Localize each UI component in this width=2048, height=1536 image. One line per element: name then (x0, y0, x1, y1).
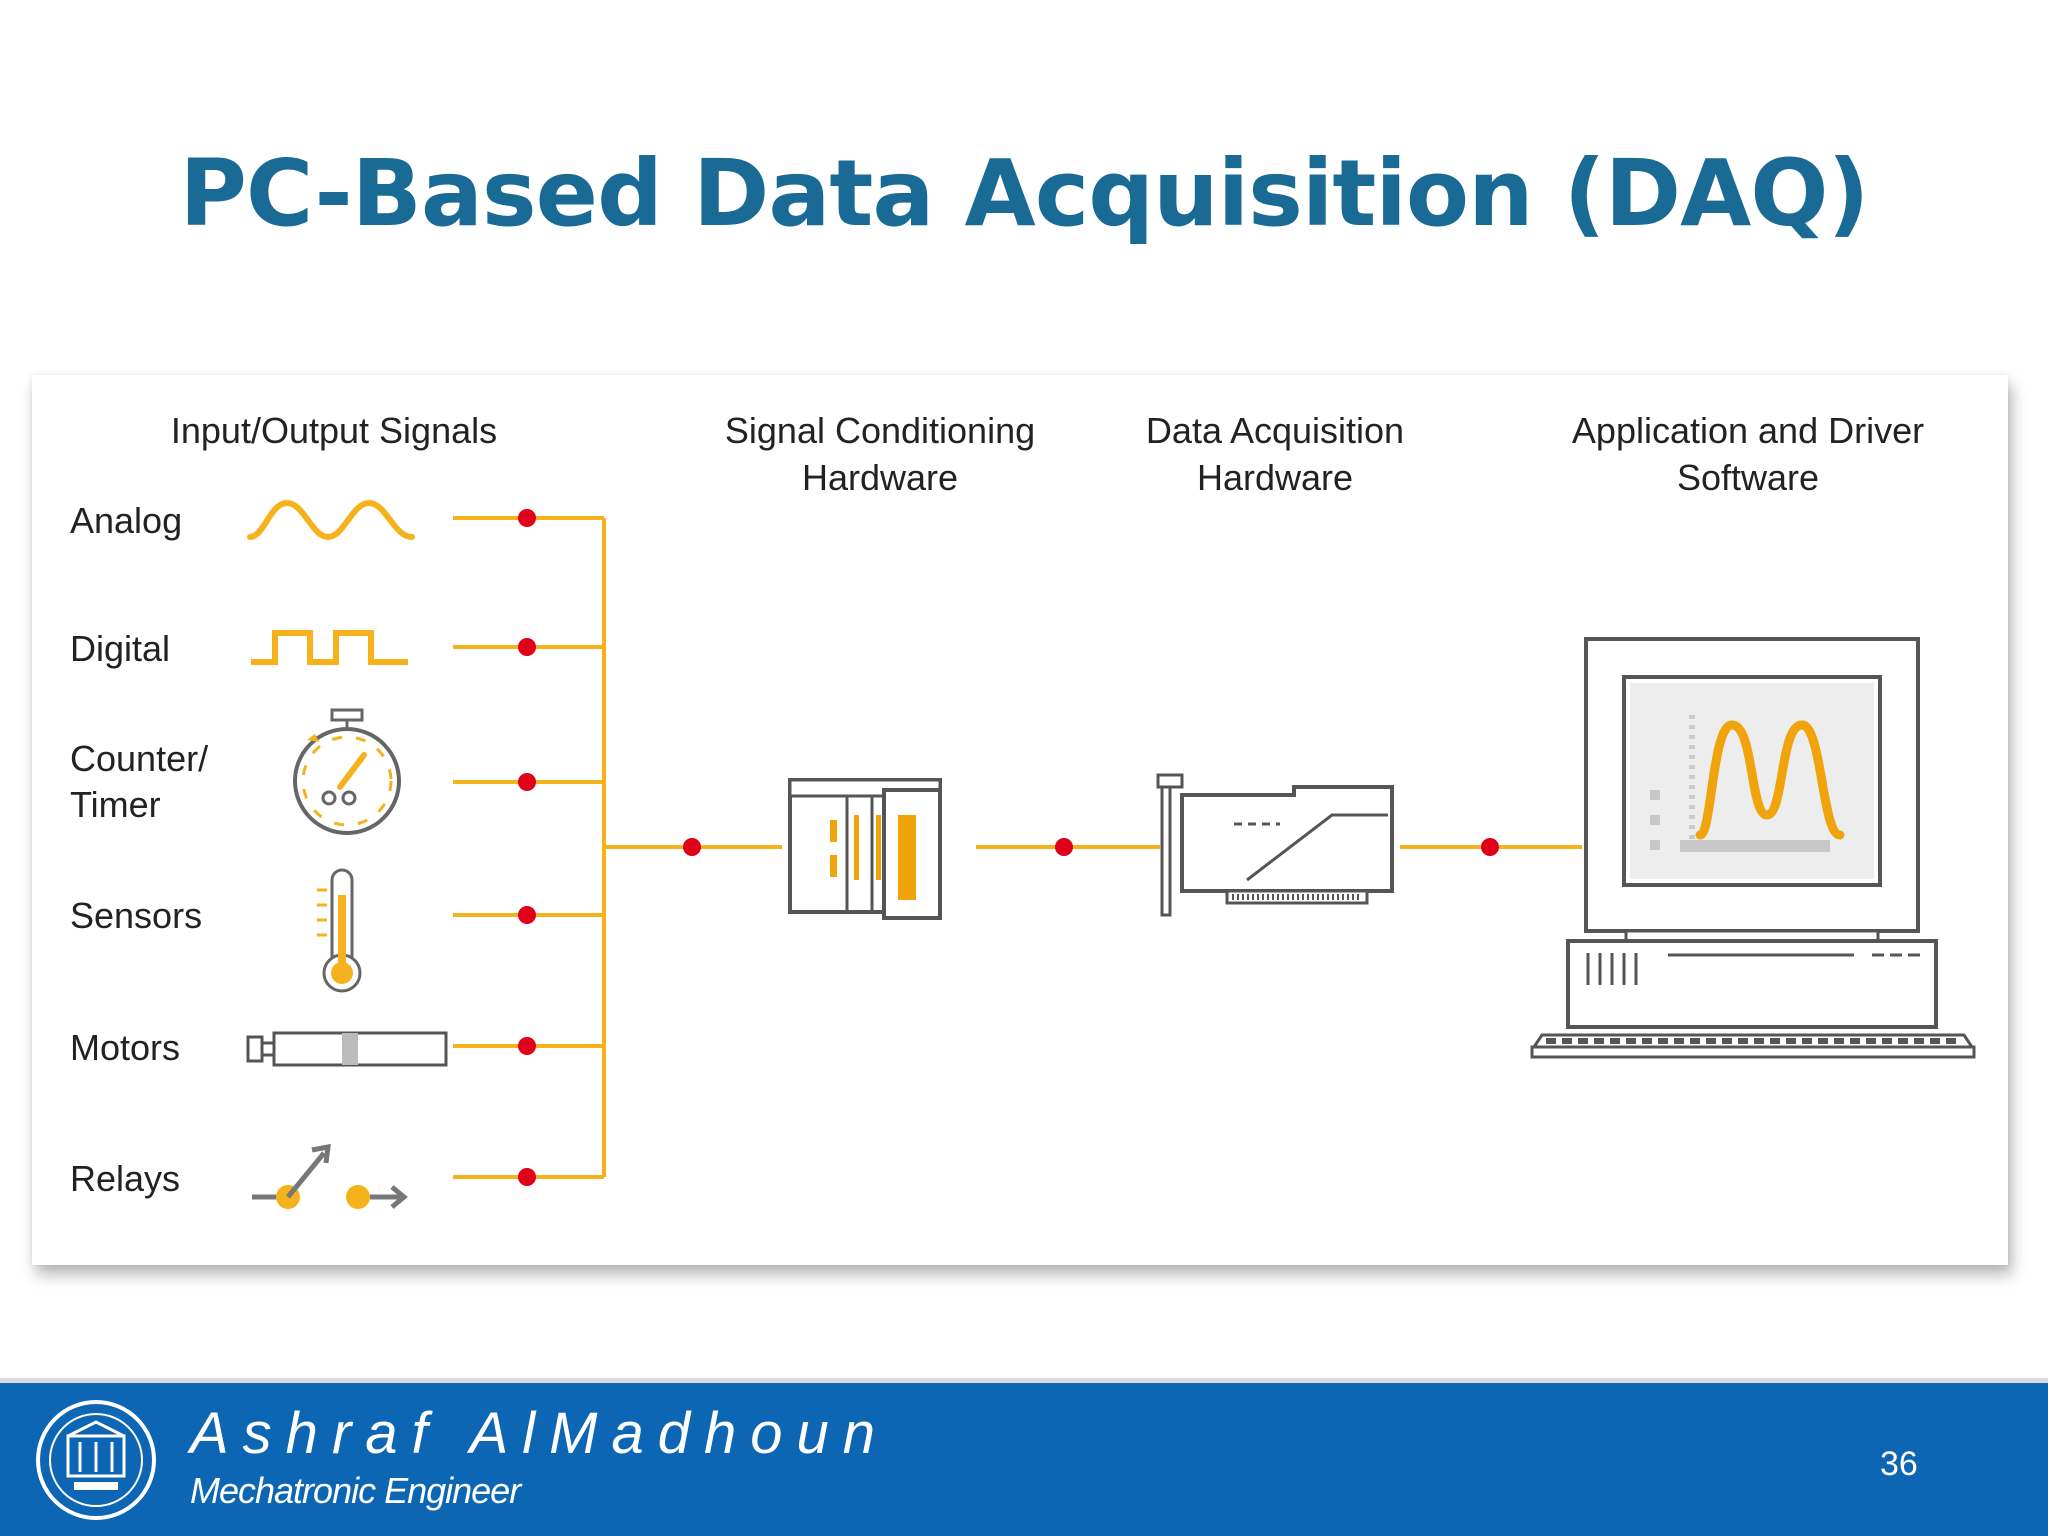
author-role: Mechatronic Engineer (190, 1470, 521, 1511)
motor-icon (246, 1031, 448, 1067)
daq-diagram: Input/Output Signals Signal Conditioning… (70, 410, 1976, 1209)
label-sensors: Sensors (70, 895, 202, 936)
signal-conditioning-hardware-icon (788, 778, 942, 920)
connection-nodes (518, 509, 1499, 1186)
header-software-1: Application and Driver (1572, 410, 1924, 451)
thermometer-icon (317, 868, 362, 993)
signal-bus-lines (453, 516, 1582, 1179)
footer-divider (0, 1378, 2048, 1384)
slide-title: PC-Based Data Acquisition (DAQ) (179, 140, 1869, 247)
digital-pulse-icon (251, 630, 408, 665)
label-digital: Digital (70, 628, 170, 669)
screen-waveform-icon (1695, 720, 1845, 840)
header-software-2: Software (1677, 457, 1819, 498)
slide-footer (0, 1383, 2048, 1536)
label-motors: Motors (70, 1027, 180, 1068)
daq-card-icon (1156, 773, 1394, 917)
label-relays: Relays (70, 1158, 180, 1199)
relay-switch-icon (252, 1143, 408, 1209)
header-signals: Input/Output Signals (171, 410, 497, 451)
page-number: 36 (1880, 1445, 1918, 1483)
author-name: Ashraf AlMadhoun (190, 1401, 890, 1466)
label-analog: Analog (70, 500, 182, 541)
label-counter-2: Timer (70, 784, 161, 825)
header-conditioning-1: Signal Conditioning (725, 410, 1035, 451)
daq-diagram-panel: Input/Output Signals Signal Conditioning… (32, 375, 2008, 1265)
university-seal-icon (36, 1400, 156, 1520)
header-conditioning-2: Hardware (802, 457, 958, 498)
analog-wave-icon (247, 499, 415, 541)
header-daq-2: Hardware (1197, 457, 1353, 498)
header-daq-1: Data Acquisition (1146, 410, 1404, 451)
label-counter-1: Counter/ (70, 738, 208, 779)
pc-computer-icon (1530, 637, 1976, 1059)
stopwatch-icon (293, 708, 401, 835)
